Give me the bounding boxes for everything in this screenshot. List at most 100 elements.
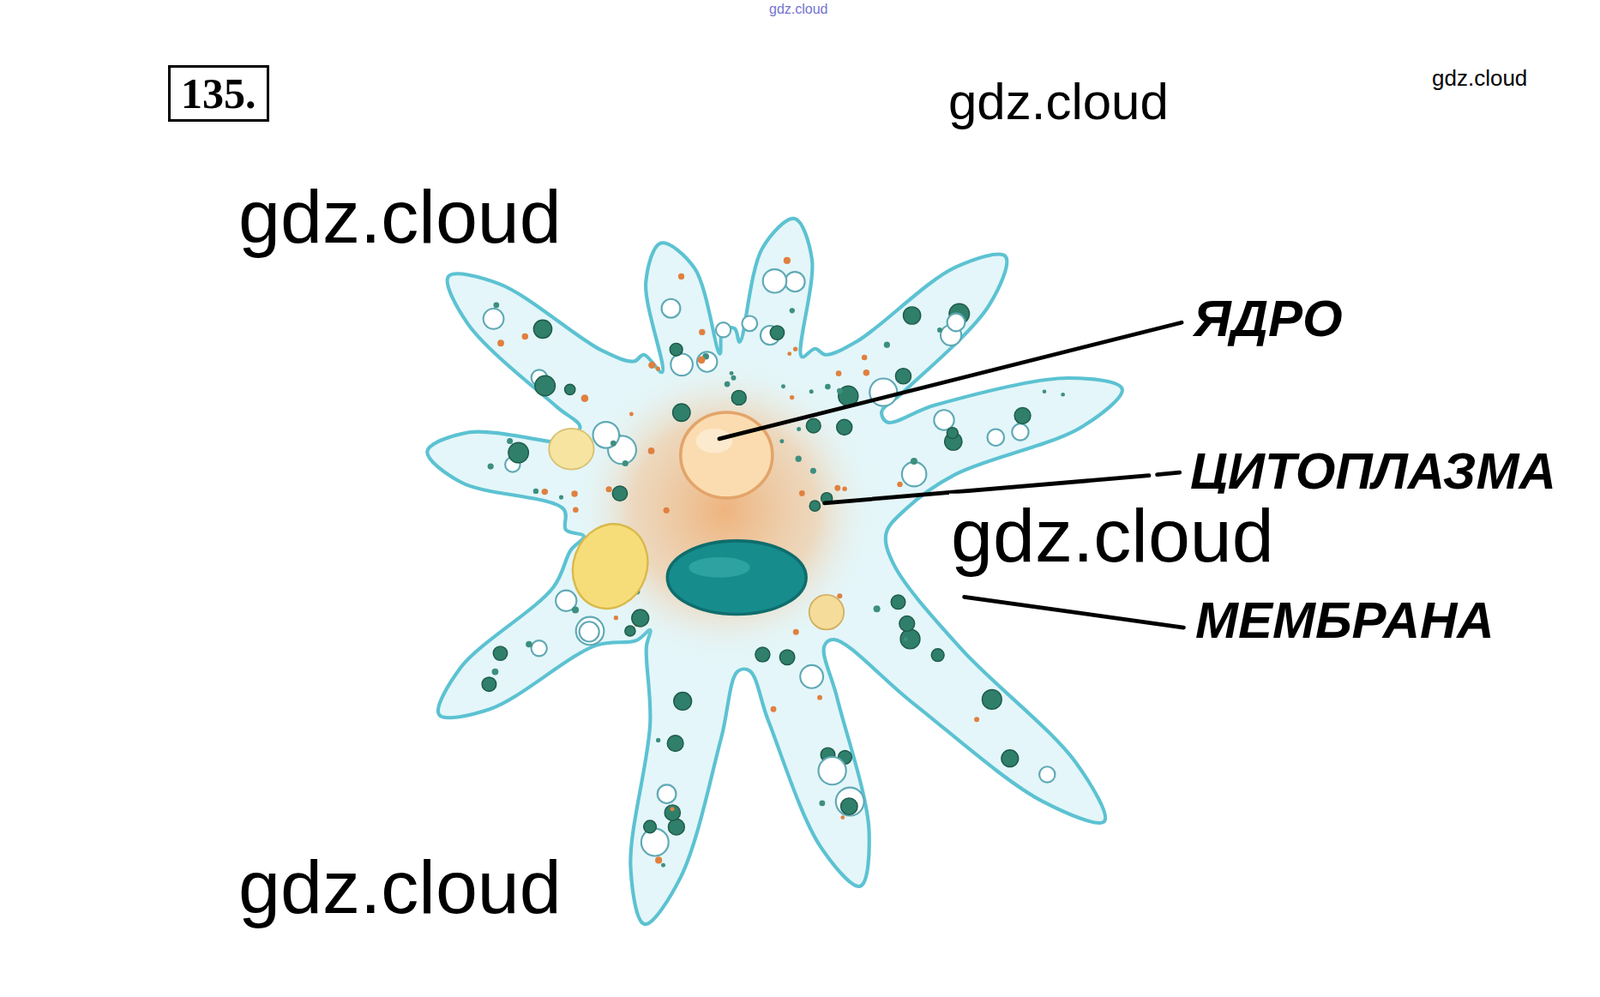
granule <box>903 637 909 642</box>
granule <box>481 677 497 692</box>
vacuole <box>1039 766 1055 782</box>
granule <box>809 500 820 512</box>
vacuole-highlight <box>688 557 750 578</box>
granule <box>487 463 494 470</box>
granule <box>806 418 821 434</box>
granule <box>622 460 629 467</box>
vacuole <box>902 462 927 488</box>
granule <box>525 641 533 649</box>
granule <box>541 488 548 495</box>
granule <box>497 339 505 347</box>
granule <box>937 327 943 333</box>
vacuole <box>579 621 600 642</box>
contractile-vacuole <box>667 541 807 615</box>
vacuole <box>987 429 1005 446</box>
granule <box>493 646 507 661</box>
granule <box>533 319 552 338</box>
granule <box>873 605 881 613</box>
task-number: 135. <box>180 67 257 120</box>
granule <box>836 388 843 395</box>
granule <box>834 485 841 492</box>
vacuole <box>741 315 758 331</box>
granule <box>661 863 666 868</box>
vacuole <box>785 271 806 292</box>
granule <box>571 606 579 614</box>
granule <box>810 468 817 475</box>
granule <box>613 615 619 620</box>
watermark: gdz.cloud <box>949 493 1276 579</box>
vacuole <box>548 428 594 470</box>
granule <box>817 695 823 701</box>
vacuole <box>483 308 505 330</box>
granule <box>946 427 958 440</box>
granule <box>793 347 798 352</box>
granule <box>533 488 539 494</box>
granule <box>629 412 634 417</box>
granule <box>890 595 906 610</box>
granule <box>648 447 656 455</box>
granule <box>731 375 737 381</box>
vacuole <box>800 665 824 689</box>
granule <box>931 649 945 662</box>
granule <box>789 395 794 400</box>
vacuole <box>670 354 693 377</box>
granule <box>1014 407 1031 424</box>
granule <box>493 302 500 309</box>
granule <box>974 716 980 722</box>
leader-line <box>719 322 1182 440</box>
granule <box>789 307 795 313</box>
granule <box>631 609 650 627</box>
granule <box>729 371 734 376</box>
granule <box>606 486 613 493</box>
vacuole <box>818 757 847 785</box>
granule <box>899 616 915 632</box>
granule <box>522 333 530 341</box>
granule <box>795 456 802 463</box>
granule <box>655 366 661 372</box>
vacuole <box>697 351 717 372</box>
granule <box>673 403 691 422</box>
granule <box>836 593 843 599</box>
vacuole <box>809 595 844 630</box>
granule <box>842 487 847 492</box>
granule <box>836 370 843 377</box>
granule <box>731 390 746 405</box>
vacuole <box>531 640 548 656</box>
leader-line <box>1157 472 1180 475</box>
nucleus-highlight <box>696 428 734 454</box>
vacuole <box>641 829 669 857</box>
granule <box>779 439 784 444</box>
granule <box>535 375 556 397</box>
granule <box>724 381 731 388</box>
granule <box>625 625 636 637</box>
vacuole <box>576 617 605 646</box>
granule <box>670 806 675 812</box>
granule <box>818 800 825 807</box>
vacuole <box>1011 423 1029 440</box>
granule <box>610 440 617 447</box>
granule <box>981 689 1002 710</box>
granule <box>572 506 579 513</box>
granule <box>900 629 921 650</box>
watermark: gdz.cloud <box>236 174 564 260</box>
granule <box>655 856 662 864</box>
granule <box>648 361 656 369</box>
granule <box>1001 750 1019 768</box>
part-label: ЦИТОПЛАЗМА <box>1188 442 1558 500</box>
granule <box>565 384 576 395</box>
granule <box>655 738 661 743</box>
granule <box>895 368 911 385</box>
granule <box>863 369 870 376</box>
granule <box>643 820 657 834</box>
granule <box>787 351 792 356</box>
granule <box>697 356 706 365</box>
granule <box>799 490 806 497</box>
vacuole <box>715 322 731 337</box>
part-label: ЯДРО <box>1191 289 1345 348</box>
granule <box>841 798 859 816</box>
number-box: 135. <box>168 65 270 122</box>
granule <box>781 384 786 389</box>
granule <box>840 815 845 820</box>
granule <box>1060 392 1065 397</box>
